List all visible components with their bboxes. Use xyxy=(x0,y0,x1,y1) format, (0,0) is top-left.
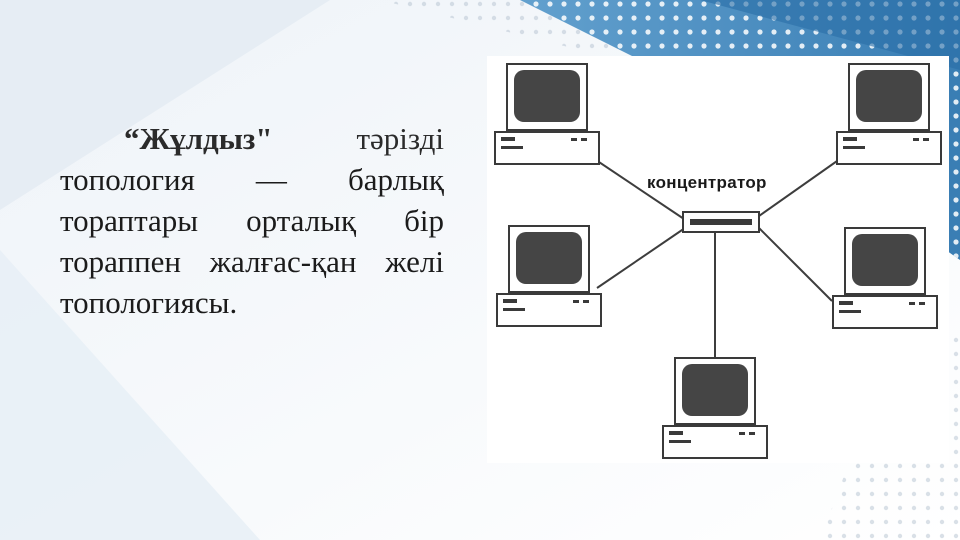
star-topology-svg: концентратор xyxy=(494,63,942,459)
term-suffix: тәрізді xyxy=(356,121,445,156)
definition-body: топология — барлық тораптары орталық бір… xyxy=(60,162,444,320)
hub-icon xyxy=(682,211,760,233)
hub-label: концентратор xyxy=(647,173,767,192)
definition-text: “Жұлдыз" тәрізді топология — барлық тора… xyxy=(60,118,444,323)
computer-top-left xyxy=(494,63,600,165)
link-mid-right xyxy=(758,227,833,302)
computer-mid-left xyxy=(496,225,602,327)
link-top-right xyxy=(758,153,848,217)
computer-bottom xyxy=(662,357,768,459)
term-zhuldyz: “Жұлдыз" xyxy=(124,121,273,156)
link-top-left xyxy=(586,153,688,222)
computer-top-right xyxy=(836,63,942,165)
star-topology-diagram: концентратор xyxy=(487,56,949,463)
link-mid-left xyxy=(596,227,686,289)
computer-mid-right xyxy=(832,227,938,329)
